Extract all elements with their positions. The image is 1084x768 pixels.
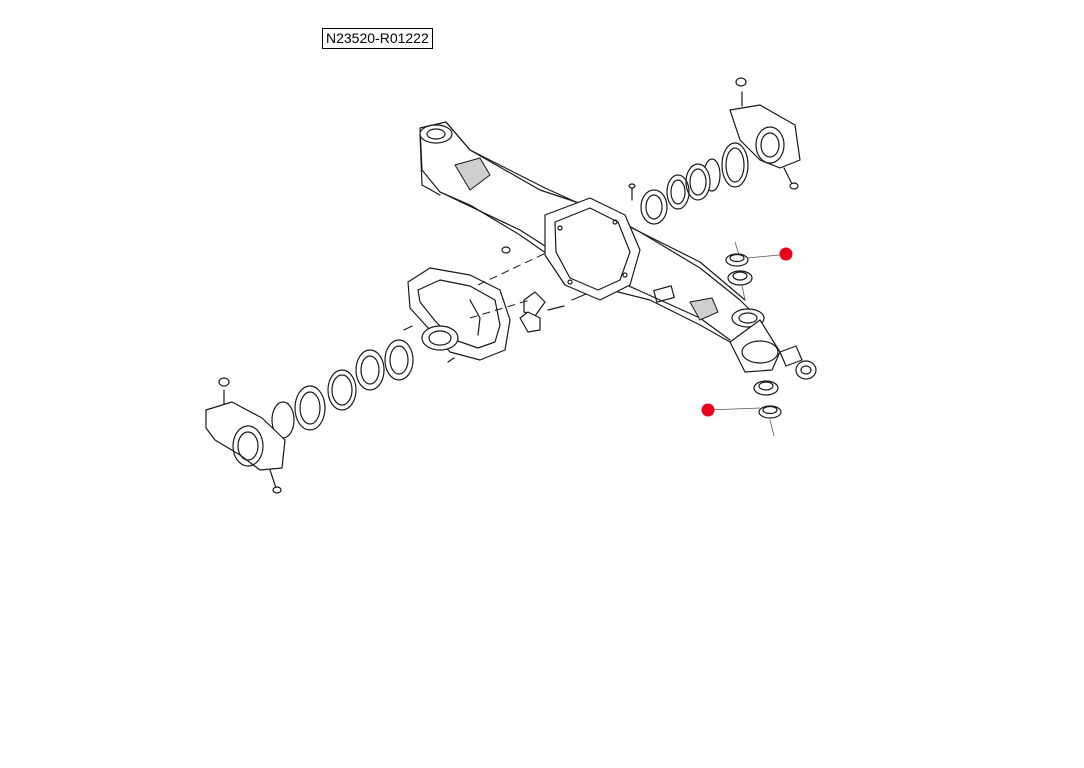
part-number-label: N23520-R01222 xyxy=(322,28,433,49)
assembly-line-lower xyxy=(469,299,531,319)
right-seal-rings xyxy=(628,142,749,225)
axle-housing xyxy=(419,121,781,373)
assembly-line-upper xyxy=(477,251,549,286)
front-gear-case xyxy=(407,267,511,361)
right-upper-bracket xyxy=(729,77,801,190)
hotspot-lower-bearing[interactable] xyxy=(701,403,715,417)
pinion-parts xyxy=(403,246,587,363)
left-lower-bracket xyxy=(205,377,286,494)
lower-bearing xyxy=(707,345,817,437)
hotspot-upper-bearing[interactable] xyxy=(779,247,793,261)
left-seal-rings xyxy=(271,339,414,439)
